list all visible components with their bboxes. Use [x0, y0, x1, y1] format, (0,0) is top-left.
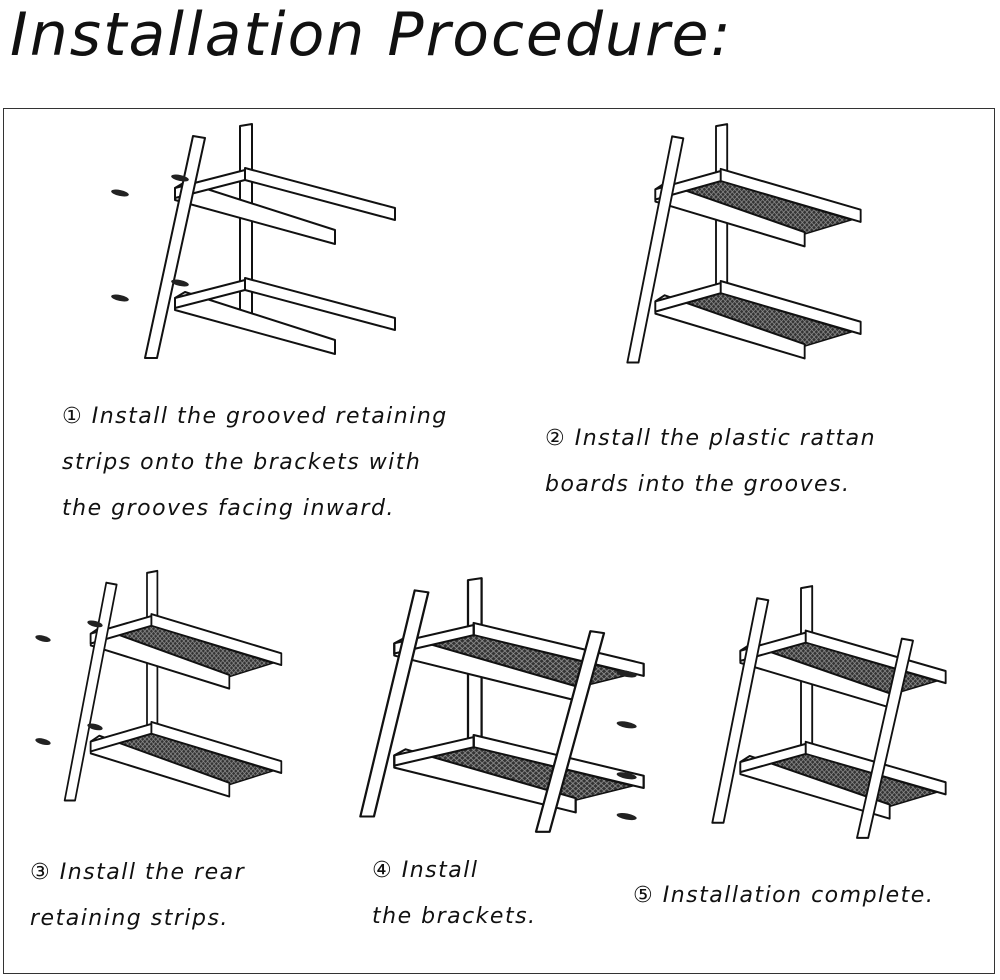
step-3-illustration [35, 569, 283, 802]
step-5-number: ⑤ [633, 883, 655, 908]
step-1-caption: ① Install the grooved retaining strips o… [62, 394, 448, 532]
side-bracket [654, 282, 722, 313]
screw-icon [616, 670, 637, 678]
screw-icon [87, 723, 103, 731]
screw-icon [616, 721, 637, 729]
side-bracket [739, 742, 807, 774]
front-leg [711, 597, 770, 824]
front-leg [626, 135, 685, 364]
screw-icon [171, 279, 189, 287]
front-leg-right [534, 630, 606, 833]
step-4-number: ④ [372, 858, 394, 883]
front-leg-right [856, 637, 914, 839]
caption-line: boards into the grooves. [545, 472, 851, 497]
step-5-illustration [711, 585, 947, 839]
step-4-caption: ④ Install the brackets. [372, 848, 537, 940]
step-3-caption: ③ Install the rear retaining strips. [30, 850, 245, 942]
caption-line: the grooves facing inward. [62, 496, 395, 521]
caption-line: retaining strips. [30, 906, 229, 931]
front-leg [63, 581, 118, 802]
screw-icon [35, 635, 51, 642]
page-title: Installation Procedure: [10, 0, 733, 70]
step-2-illustration [626, 123, 862, 364]
caption-line: Install the rear [59, 860, 246, 885]
screw-icon [616, 812, 637, 821]
caption-line: Installation complete. [662, 883, 935, 908]
side-bracket [174, 279, 246, 309]
screw-icon [171, 174, 189, 182]
caption-line: strips onto the brackets with [62, 450, 422, 475]
step-1-number: ① [62, 404, 84, 429]
screw-icon [111, 294, 129, 302]
caption-line: the brackets. [372, 904, 537, 929]
screw-icon [35, 738, 51, 746]
step-1-illustration [111, 123, 396, 359]
caption-line: Install [401, 858, 479, 883]
screw-icon [87, 620, 103, 628]
side-bracket [393, 736, 475, 767]
caption-line: Install the plastic rattan [574, 426, 877, 451]
caption-line: Install the grooved retaining [91, 404, 448, 429]
step-5-caption: ⑤ Installation complete. [633, 873, 934, 919]
side-bracket [89, 722, 153, 753]
step-2-number: ② [545, 426, 567, 451]
screw-icon [111, 189, 129, 197]
instructions-frame [3, 108, 995, 974]
screw-icon [616, 772, 637, 780]
front-leg [144, 135, 206, 359]
front-leg [359, 589, 430, 818]
step-3-number: ③ [30, 860, 52, 885]
step-2-caption: ② Install the plastic rattan boards into… [545, 416, 876, 508]
step-4-illustration [359, 577, 645, 833]
